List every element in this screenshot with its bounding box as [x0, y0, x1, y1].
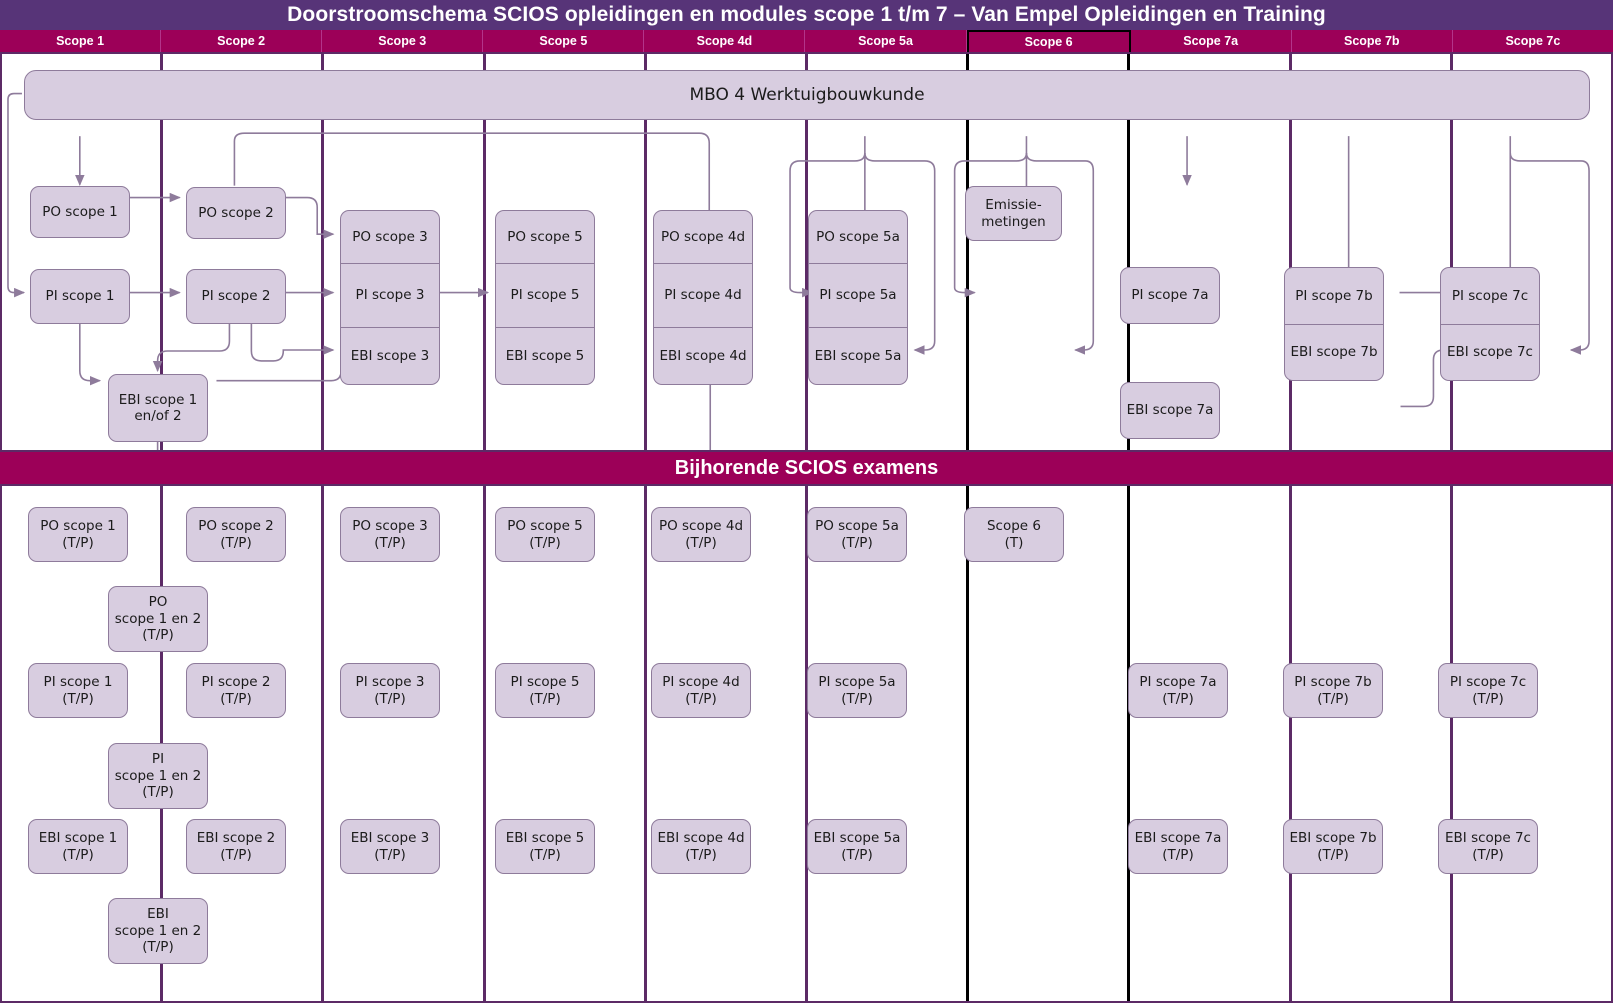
scope-header-scope-7c[interactable]: Scope 7c	[1505, 34, 1561, 48]
module-box-pi-scope-5[interactable]: PI scope 5	[495, 263, 595, 327]
column-divider	[1130, 486, 1292, 1001]
scope-header-scope-1[interactable]: Scope 1	[0, 30, 162, 52]
exam-box-ebi-scope-4d[interactable]: EBI scope 4d (T/P)	[651, 819, 751, 874]
exam-box-po-scope-4d[interactable]: PO scope 4d (T/P)	[651, 507, 751, 562]
exam-box-pi-scope-4d[interactable]: PI scope 4d (T/P)	[651, 663, 751, 718]
module-box-mbo[interactable]: MBO 4 Werktuigbouwkunde	[24, 70, 1590, 120]
scope-header-scope-7a[interactable]: Scope 7a	[1131, 30, 1292, 52]
exam-box-po-scope-5a[interactable]: PO scope 5a (T/P)	[807, 507, 907, 562]
module-box-ebi-scope-3[interactable]: EBI scope 3	[340, 327, 440, 385]
exam-box-po-scope-1-en-2[interactable]: PO scope 1 en 2 (T/P)	[108, 586, 208, 652]
exam-box-ebi-scope-5[interactable]: EBI scope 5 (T/P)	[495, 819, 595, 874]
exam-box-po-scope-1[interactable]: PO scope 1 (T/P)	[28, 507, 128, 562]
section-title-exams: Bijhorende SCIOS examens	[0, 452, 1613, 484]
module-box-ebi-scope-7c[interactable]: EBI scope 7c	[1440, 324, 1540, 381]
scope-header-scope-3[interactable]: Scope 3	[322, 30, 484, 52]
module-box-pi-scope-3[interactable]: PI scope 3	[340, 263, 440, 327]
exam-box-pi-scope-7a[interactable]: PI scope 7a (T/P)	[1128, 663, 1228, 718]
module-box-ebi-scope-7a[interactable]: EBI scope 7a	[1120, 382, 1220, 439]
exam-box-pi-scope-1[interactable]: PI scope 1 (T/P)	[28, 663, 128, 718]
page-title: Doorstroomschema SCIOS opleidingen en mo…	[0, 0, 1613, 30]
module-box-ebi-scope-4d[interactable]: EBI scope 4d	[653, 327, 753, 385]
exam-box-ebi-scope-5a[interactable]: EBI scope 5a (T/P)	[807, 819, 907, 874]
column-grid-bottom	[2, 486, 1611, 1001]
scope-header-scope-5a[interactable]: Scope 5a	[805, 30, 967, 52]
column-divider	[324, 486, 486, 1001]
exam-box-pi-scope-2[interactable]: PI scope 2 (T/P)	[186, 663, 286, 718]
exam-box-pi-scope-5[interactable]: PI scope 5 (T/P)	[495, 663, 595, 718]
exam-box-po-scope-5[interactable]: PO scope 5 (T/P)	[495, 507, 595, 562]
scope-header-scope-2[interactable]: Scope 2	[161, 30, 323, 52]
module-box-po-scope-1[interactable]: PO scope 1	[30, 186, 130, 238]
module-box-pi-scope-1[interactable]: PI scope 1	[30, 269, 130, 324]
scope-header-scope-4d[interactable]: Scope 4d	[644, 30, 806, 52]
exams-panel: PO scope 1 (T/P) PO scope 2 (T/P) PO sco…	[0, 484, 1613, 1003]
module-box-ebi-scope-5a[interactable]: EBI scope 5a	[808, 327, 908, 385]
module-box-pi-scope-7b[interactable]: PI scope 7b	[1284, 267, 1384, 324]
module-box-ebi-scope-7b[interactable]: EBI scope 7b	[1284, 324, 1384, 381]
scope-header-scope-7b[interactable]: Scope 7b	[1292, 30, 1453, 52]
column-divider	[486, 486, 647, 1001]
module-box-po-scope-4d[interactable]: PO scope 4d	[653, 210, 753, 263]
module-box-pi-scope-2[interactable]: PI scope 2	[186, 269, 286, 324]
column-divider-scope6-left	[808, 486, 970, 1001]
exam-box-pi-scope-7c[interactable]: PI scope 7c (T/P)	[1438, 663, 1538, 718]
column-divider	[1292, 486, 1453, 1001]
exam-box-po-scope-3[interactable]: PO scope 3 (T/P)	[340, 507, 440, 562]
exam-box-scope-6[interactable]: Scope 6 (T)	[964, 507, 1064, 562]
module-box-pi-scope-4d[interactable]: PI scope 4d	[653, 263, 753, 327]
exam-box-ebi-scope-1[interactable]: EBI scope 1 (T/P)	[28, 819, 128, 874]
module-box-po-scope-5a[interactable]: PO scope 5a	[808, 210, 908, 263]
exam-box-pi-scope-5a[interactable]: PI scope 5a (T/P)	[807, 663, 907, 718]
exam-box-ebi-scope-7a[interactable]: EBI scope 7a (T/P)	[1128, 819, 1228, 874]
module-box-po-scope-3[interactable]: PO scope 3	[340, 210, 440, 263]
module-box-ebi-scope-1-en-of-2[interactable]: EBI scope 1 en/of 2	[108, 374, 208, 442]
module-box-ebi-scope-5[interactable]: EBI scope 5	[495, 327, 595, 385]
column-divider	[647, 486, 809, 1001]
module-box-emissiemetingen[interactable]: Emissie- metingen	[965, 186, 1062, 241]
scope-header-scope-6[interactable]: Scope 6	[966, 30, 1131, 52]
modules-panel: MBO 4 Werktuigbouwkunde PO scope 1 PI sc…	[0, 52, 1613, 471]
exam-box-ebi-scope-2[interactable]: EBI scope 2 (T/P)	[186, 819, 286, 874]
module-box-pi-scope-7c[interactable]: PI scope 7c	[1440, 267, 1540, 324]
column-divider-scope6-right	[969, 486, 1131, 1001]
exam-box-ebi-scope-7c[interactable]: EBI scope 7c (T/P)	[1438, 819, 1538, 874]
module-box-pi-scope-5a[interactable]: PI scope 5a	[808, 263, 908, 327]
exam-box-pi-scope-1-en-2[interactable]: PI scope 1 en 2 (T/P)	[108, 743, 208, 809]
module-box-po-scope-5[interactable]: PO scope 5	[495, 210, 595, 263]
exam-box-ebi-scope-7b[interactable]: EBI scope 7b (T/P)	[1283, 819, 1383, 874]
module-box-pi-scope-7a[interactable]: PI scope 7a	[1120, 267, 1220, 324]
exam-box-pi-scope-7b[interactable]: PI scope 7b (T/P)	[1283, 663, 1383, 718]
scope-header-scope-5[interactable]: Scope 5	[483, 30, 645, 52]
module-box-po-scope-2[interactable]: PO scope 2	[186, 187, 286, 239]
exam-box-pi-scope-3[interactable]: PI scope 3 (T/P)	[340, 663, 440, 718]
exam-box-ebi-scope-1-en-2[interactable]: EBI scope 1 en 2 (T/P)	[108, 898, 208, 964]
column-divider	[1453, 486, 1611, 1001]
exam-box-po-scope-2[interactable]: PO scope 2 (T/P)	[186, 507, 286, 562]
exam-box-ebi-scope-3[interactable]: EBI scope 3 (T/P)	[340, 819, 440, 874]
